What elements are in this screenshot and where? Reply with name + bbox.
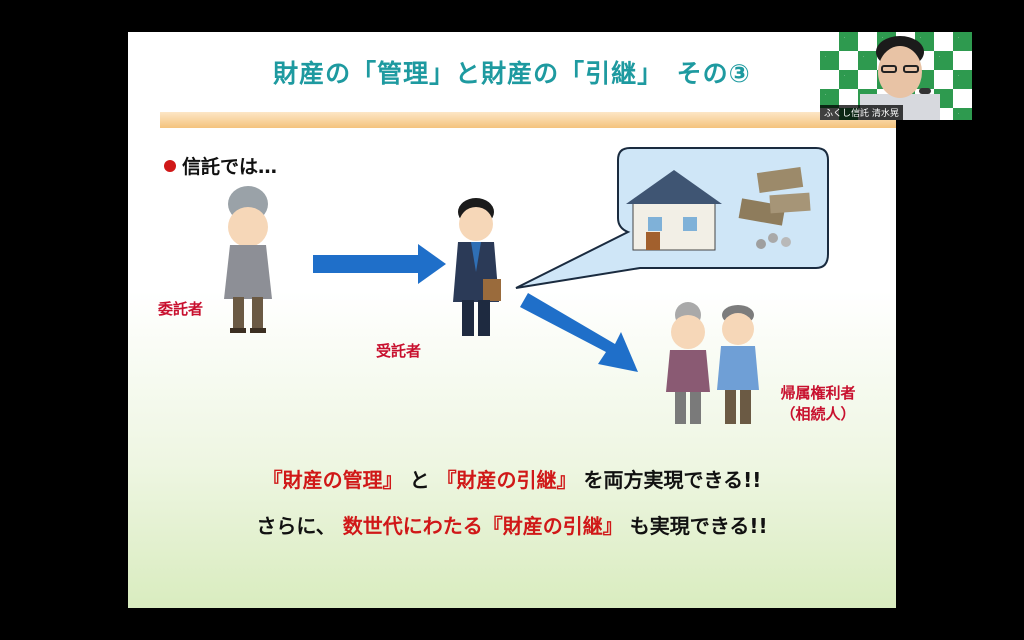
message2-part1: さらに、 — [256, 514, 336, 538]
settlor-label: 委託者 — [158, 300, 204, 318]
beneficiary-label: 帰属権利者 （相続人） — [773, 382, 863, 424]
message1-part3: 『財産の引継』 — [436, 468, 577, 492]
message-line-2: さらに、 数世代にわたる『財産の引継』 も実現できる!! — [128, 510, 896, 539]
presentation-slide: 財産の「管理」と財産の「引継」 その③ 信託では… — [128, 32, 896, 608]
presenter-name-label: ふくし信託 清水晃 — [820, 105, 903, 120]
message1-part2: と — [409, 468, 430, 492]
presenter-webcam[interactable]: ふくし信託 清水晃 — [820, 32, 972, 120]
title-underline-bar — [160, 112, 896, 128]
arrow-to-trustee-icon — [313, 244, 446, 284]
arrow-to-beneficiary-icon — [520, 293, 638, 372]
message1-part1: 『財産の管理』 — [262, 468, 403, 492]
money-icon — [738, 167, 811, 249]
trustee-label: 受託者 — [376, 342, 422, 360]
bullet-line: 信託では… — [164, 152, 277, 179]
message1-part4: を両方実現できる!! — [583, 468, 762, 492]
message2-part2: 数世代にわたる『財産の引継』 — [342, 514, 623, 538]
beneficiary-label-line1: 帰属権利者 — [780, 384, 856, 402]
illustration-layer — [224, 147, 829, 424]
beneficiary-man-icon — [717, 305, 759, 424]
house-icon — [626, 170, 722, 251]
bullet-text: 信託では… — [182, 156, 278, 178]
slide-title: 財産の「管理」と財産の「引継」 その③ — [273, 59, 751, 88]
beneficiary-woman-icon — [666, 302, 710, 424]
beneficiary-label-line2: （相続人） — [780, 405, 856, 423]
assets-bubble — [515, 147, 829, 289]
settlor-figure-icon — [224, 186, 272, 333]
bullet-dot-icon — [164, 159, 176, 172]
trustee-figure-icon — [453, 198, 501, 336]
message2-part3: も実現できる!! — [629, 514, 768, 538]
message-line-1: 『財産の管理』 と 『財産の引継』 を両方実現できる!! — [128, 464, 896, 493]
